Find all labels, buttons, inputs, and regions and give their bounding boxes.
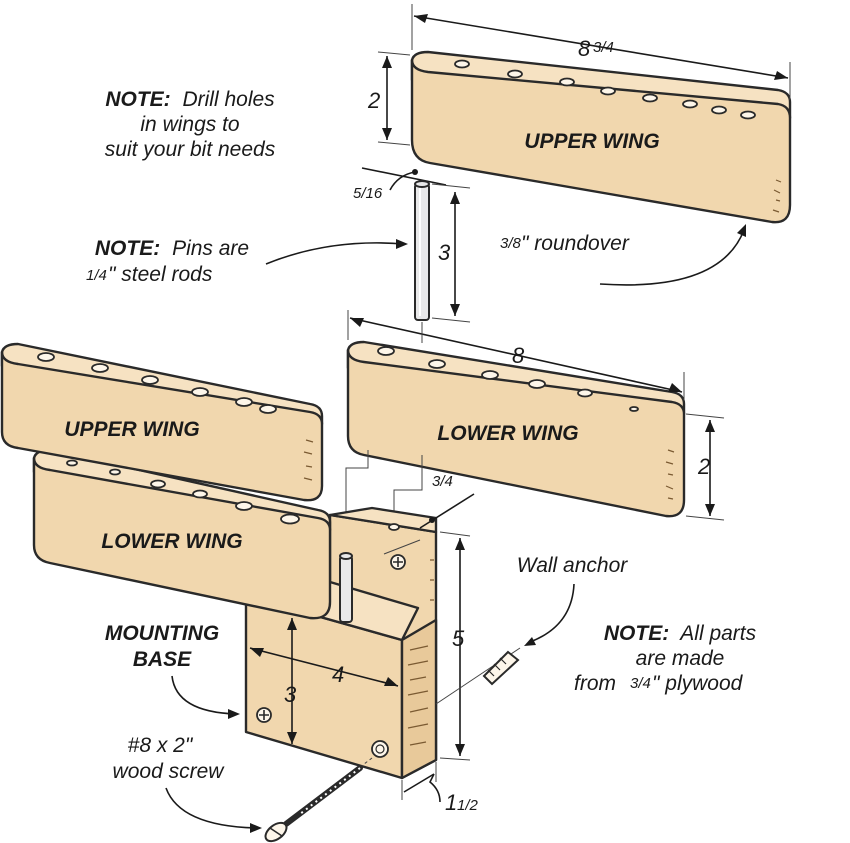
base-notch-dimension: 3 xyxy=(284,618,297,744)
upper-wing-left-label: UPPER WING xyxy=(64,418,199,441)
base-height-value: 5 xyxy=(452,626,465,651)
screw-label-line2: wood screw xyxy=(113,760,226,783)
wall-anchor xyxy=(435,647,521,705)
pin-offset-dimension: 5/16 xyxy=(353,167,447,202)
note-pins: NOTE: Pins are 1/4 " steel rods xyxy=(86,237,408,286)
base-thickness-whole: 1 xyxy=(445,790,457,815)
lower-wing-right-label: LOWER WING xyxy=(437,422,578,445)
base-notch-value: 3 xyxy=(284,682,297,707)
upper-wing-left-part: UPPER WING xyxy=(0,342,324,502)
wall-anchor-label: Wall anchor xyxy=(517,554,629,577)
lower-wing-length-value: 8 xyxy=(512,343,525,368)
svg-text:NOTE: Drill holes: NOTE: Drill holes xyxy=(105,88,275,111)
base-screw-heads xyxy=(256,523,406,758)
callout-wood-screw: #8 x 2" wood screw xyxy=(113,734,262,833)
note-drill-holes-line3: suit your bit needs xyxy=(105,138,276,161)
upper-wing-left-holes xyxy=(37,352,277,414)
note-drill-holes-line2: in wings to xyxy=(140,113,240,136)
note-pins-line1: Pins are xyxy=(172,237,249,260)
upper-wing-right-label: UPPER WING xyxy=(524,130,659,153)
lower-wing-right-holes xyxy=(377,346,639,412)
base-width-dimension: 4 xyxy=(249,647,399,687)
screw-label-line1: #8 x 2" xyxy=(128,734,194,757)
note-materials-line3-pre: from xyxy=(574,672,616,695)
wall-anchor-leader xyxy=(529,583,575,643)
mounting-base-leader xyxy=(171,675,237,715)
note-materials-line2: are made xyxy=(636,647,725,670)
note-materials-frac: 3/4 xyxy=(630,675,651,692)
pin-offset-value: 5/16 xyxy=(353,185,383,202)
base-thickness-frac: 1/2 xyxy=(457,797,479,814)
steel-pin-upper xyxy=(414,180,430,321)
mounting-base-label-line1: MOUNTING xyxy=(105,622,219,645)
wing-thickness-value: 3/4 xyxy=(432,473,453,490)
svg-text:NOTE: Pins are: NOTE: Pins are xyxy=(95,237,249,260)
upper-wing-length-whole: 8 xyxy=(578,36,591,61)
note-drill-holes: NOTE: Drill holes in wings to suit your … xyxy=(105,88,276,161)
pin-length-value: 3 xyxy=(438,240,451,265)
note-drill-holes-line1: Drill holes xyxy=(182,88,275,111)
steel-pin-in-base xyxy=(339,552,353,623)
lower-wing-length-dimension: 8 xyxy=(347,310,685,400)
base-thickness-dimension: 1 1/2 xyxy=(401,762,479,815)
note-materials-line1: All parts xyxy=(678,622,756,645)
upper-wing-right-part: UPPER WING xyxy=(410,50,792,224)
lower-wing-height-value: 2 xyxy=(697,454,710,479)
lower-wing-left-label: LOWER WING xyxy=(101,530,242,553)
pin-length-dimension: 3 xyxy=(431,183,471,323)
svg-text:NOTE: All parts: NOTE: All parts xyxy=(604,622,757,645)
upper-wing-right-holes xyxy=(454,59,756,120)
roundover-frac: 3/8 xyxy=(500,235,522,252)
note-pins-leader xyxy=(265,242,405,265)
note-pins-line2: " steel rods xyxy=(108,263,213,286)
note-materials-line3-post: " plywood xyxy=(652,672,744,695)
note-pins-bold: NOTE: xyxy=(95,237,160,260)
upper-wing-height-dimension: 2 xyxy=(367,51,411,146)
base-edge-plies xyxy=(407,559,434,746)
lower-wing-height-dimension: 2 xyxy=(685,413,725,521)
note-pins-frac: 1/4 xyxy=(86,267,107,284)
upper-wing-length-frac: 3/4 xyxy=(593,39,614,56)
note-materials-bold: NOTE: xyxy=(604,622,669,645)
lower-wing-left-holes xyxy=(66,459,300,525)
mounting-base-label-line2: BASE xyxy=(133,648,192,671)
note-materials: NOTE: All parts are made from 3/4 " plyw… xyxy=(574,622,757,695)
roundover-leader xyxy=(599,229,745,286)
lower-wing-right-part: LOWER WING xyxy=(346,340,686,518)
callout-roundover: 3/8 " roundover xyxy=(500,224,746,286)
base-height-dimension: 5 xyxy=(439,531,471,761)
lower-wing-left-part: LOWER WING xyxy=(32,448,332,620)
wood-screw xyxy=(264,757,373,843)
screw-leader xyxy=(165,787,257,829)
base-width-value: 4 xyxy=(332,662,344,687)
note-drill-holes-bold: NOTE: xyxy=(105,88,170,111)
roundover-text: " roundover xyxy=(521,232,630,255)
upper-wing-height-value: 2 xyxy=(367,88,380,113)
wing-thickness-dimension: 3/4 xyxy=(383,473,475,555)
upper-wing-length-dimension: 8 3/4 xyxy=(411,4,791,100)
callout-wall-anchor: Wall anchor xyxy=(517,554,629,646)
